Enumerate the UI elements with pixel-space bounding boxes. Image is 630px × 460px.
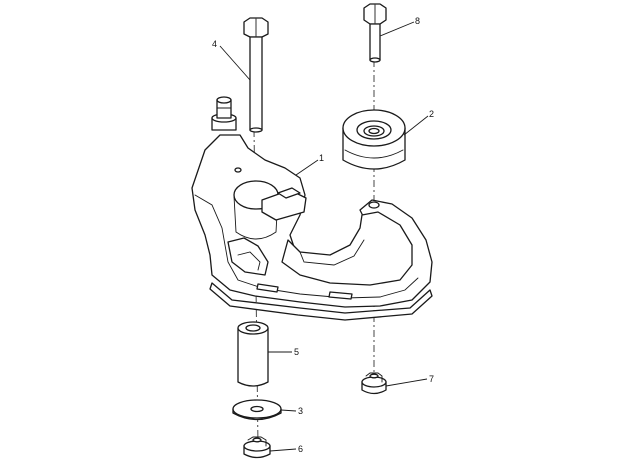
callout-3: 3 [298, 406, 303, 416]
leader-8 [379, 21, 415, 37]
part-4-long-bolt [243, 17, 269, 133]
leader-4 [219, 45, 251, 81]
center-lines [253, 60, 375, 446]
leader-7 [385, 378, 428, 387]
long-bolt-shank [249, 36, 263, 131]
bracket-small-hole [368, 201, 380, 209]
bracket-boss-hole [234, 167, 242, 173]
bracket-tab-left [256, 283, 279, 293]
callout-5: 5 [294, 347, 299, 357]
nut7-hex [365, 372, 383, 383]
part-2-idler-pulley [342, 109, 406, 170]
leader-lines [219, 21, 429, 452]
pulley-groove-lower [344, 149, 404, 159]
nut6-hex [247, 436, 267, 447]
bracket-plate-edge [209, 282, 433, 321]
bracket-slot-inner [237, 251, 261, 271]
bracket-tab-right [328, 291, 353, 300]
part-7-nut [361, 372, 387, 395]
callout-8: 8 [415, 16, 420, 26]
spacer-bore [245, 324, 261, 332]
bracket-bore-wall [233, 195, 279, 240]
leader-3 [280, 409, 297, 412]
part-3-washer [232, 399, 282, 421]
washer-hole [250, 405, 264, 413]
part-1-pivot-bracket [191, 96, 433, 321]
callout-4: 4 [212, 39, 217, 49]
part-6-nut [243, 436, 271, 459]
nut7-hole [369, 373, 379, 379]
leader-2 [403, 115, 429, 136]
callout-6: 6 [298, 444, 303, 454]
pulley-bore [368, 127, 380, 135]
nut6-hole [252, 437, 262, 443]
callout-labels: 1 2 3 4 5 6 7 8 [212, 16, 434, 454]
short-bolt-tip [369, 57, 381, 63]
callout-1: 1 [319, 153, 324, 163]
leader-1 [295, 159, 319, 176]
bracket-arm-cutout [281, 211, 413, 286]
bracket-cutout-edge [299, 239, 365, 266]
bracket-stop-block-top [277, 187, 301, 199]
part-5-spacer [237, 321, 269, 387]
bracket-slot-pocket [227, 237, 269, 276]
short-bolt-shank [369, 23, 381, 61]
spacer-body [237, 327, 269, 387]
part-8-short-bolt [363, 3, 387, 63]
bracket-pivot-pin-top [216, 96, 232, 104]
long-bolt-tip [249, 127, 263, 133]
leader-6 [269, 448, 297, 452]
callout-2: 2 [429, 109, 434, 119]
callout-7: 7 [429, 374, 434, 384]
